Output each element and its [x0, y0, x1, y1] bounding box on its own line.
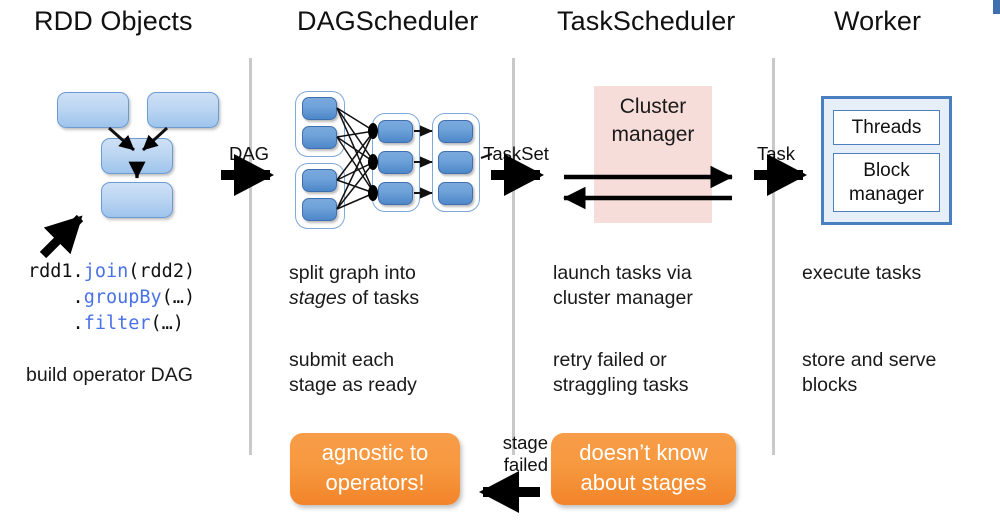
- worker-description-1: execute tasks: [802, 262, 922, 284]
- dag-description-1: split graph into stages of tasks: [289, 261, 419, 311]
- dag-node: [378, 151, 413, 174]
- dag-node: [302, 126, 337, 149]
- code-args: (…): [150, 313, 184, 334]
- worker-threads-box: Threads: [833, 110, 940, 145]
- dag-node: [438, 120, 473, 143]
- dag-node: [302, 198, 337, 221]
- code-line-1: rdd1.join(rdd2): [28, 261, 195, 282]
- worker-block-manager-box: Block manager: [833, 153, 940, 212]
- rdd-node: [101, 138, 173, 174]
- rdd-node: [101, 182, 173, 218]
- column-title-worker: Worker: [834, 6, 922, 36]
- callout-doesnt-know-about-stages: doesn’t know about stages: [551, 433, 736, 505]
- arrow-label-dag: DAG: [228, 143, 270, 164]
- corner-marker: [993, 0, 1000, 14]
- dag-node: [438, 151, 473, 174]
- code-receiver: rdd1.: [28, 261, 84, 282]
- divider-3: [772, 58, 775, 455]
- code-method-filter: filter: [83, 313, 151, 334]
- code-method-groupby: groupBy: [83, 287, 162, 308]
- code-line-2: .groupBy(…): [28, 287, 196, 308]
- column-title-rdd-objects: RDD Objects: [34, 6, 193, 36]
- dag-node: [438, 182, 473, 205]
- code-method-join: join: [83, 261, 129, 282]
- dag-node: [378, 182, 413, 205]
- arrow-label-task: Task: [756, 143, 796, 164]
- dag-description-2: submit each stage as ready: [289, 349, 417, 396]
- column-title-dagscheduler: DAGScheduler: [297, 6, 479, 36]
- dag-desc-1-emphasis: stages: [289, 287, 347, 309]
- rdd-node: [57, 92, 129, 128]
- rdd-caption: build operator DAG: [26, 364, 193, 386]
- code-indent: .: [28, 287, 84, 308]
- task-description-2: retry failed or straggling tasks: [553, 349, 689, 396]
- divider-2: [512, 58, 515, 455]
- rdd-node: [147, 92, 219, 128]
- dag-node: [302, 97, 337, 120]
- code-to-graph-pointer: [39, 214, 84, 259]
- callout-agnostic-to-operators: agnostic to operators!: [290, 433, 460, 505]
- column-title-taskscheduler: TaskScheduler: [557, 6, 736, 36]
- worker-description-2: store and serve blocks: [802, 349, 937, 396]
- dag-desc-1-part-2: of tasks: [346, 287, 420, 309]
- cluster-manager-label: Cluster manager: [611, 95, 695, 146]
- code-indent: .: [28, 313, 84, 334]
- dag-node: [302, 169, 337, 192]
- dag-node: [378, 120, 413, 143]
- code-args: (…): [161, 287, 196, 308]
- rdd-code-snippet: rdd1.join(rdd2) .groupBy(…) .filter(…): [28, 259, 195, 337]
- code-args: (rdd2): [128, 261, 196, 282]
- arrow-label-stage-failed: stage failed: [502, 432, 548, 475]
- divider-1: [249, 58, 252, 455]
- task-description-1: launch tasks via cluster manager: [553, 262, 693, 309]
- dag-desc-1-part-1: split graph into: [289, 262, 416, 284]
- arrow-label-taskset: TaskSet: [483, 143, 549, 164]
- code-line-3: .filter(…): [28, 313, 184, 334]
